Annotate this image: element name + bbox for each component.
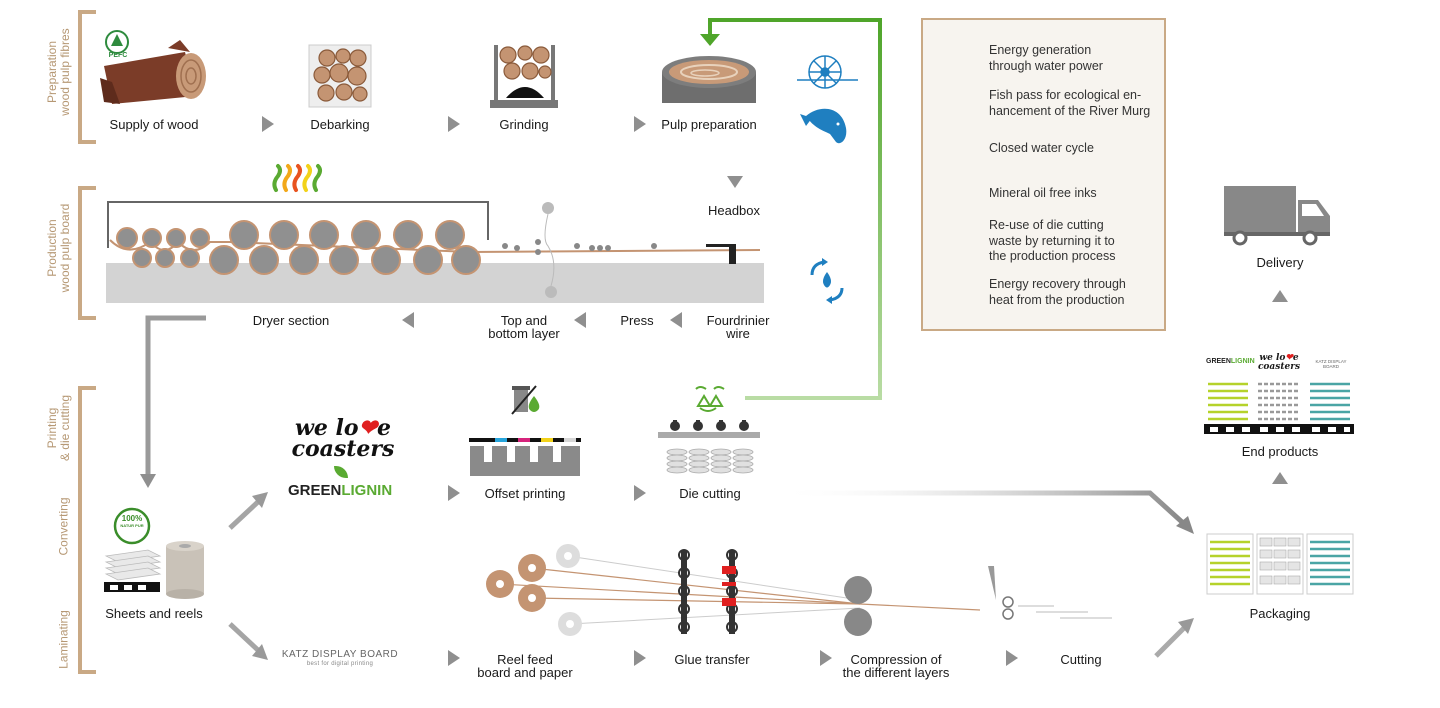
fish-icon-main <box>800 108 847 144</box>
greenlignin-leaf-icon <box>334 466 348 478</box>
label-grinding: Grinding <box>499 117 549 132</box>
side-label-converting: Converting <box>56 497 71 556</box>
pefc-logo-text: PEFC <box>108 52 128 59</box>
die-cutting-icon <box>658 386 760 474</box>
packaging-icon <box>1206 533 1354 595</box>
water-cycle-icon-main <box>810 258 844 304</box>
label-debarking: Debarking <box>310 117 370 132</box>
label-cutting: Cutting <box>1060 652 1102 667</box>
label-headbox: Headbox <box>707 203 761 218</box>
end-katz-logo: KATZ DISPLAY BOARD <box>1315 359 1347 369</box>
flow-arrows <box>140 116 1288 666</box>
oil-free-ink-icon-main <box>511 385 540 415</box>
legend-oil-free-inks: Mineral oil free inks <box>989 186 1097 200</box>
side-label-printing: Printing& die cutting <box>45 394 72 462</box>
label-pulp-preparation: Pulp preparation <box>661 117 757 132</box>
label-dryer-section: Dryer section <box>252 313 330 328</box>
label-die-cutting: Die cutting <box>679 486 741 501</box>
water-wheel-icon-main <box>797 55 858 89</box>
label-press: Press <box>620 313 654 328</box>
debarking-icon <box>308 44 372 108</box>
label-sheets-and-reels: Sheets and reels <box>105 606 203 621</box>
label-offset-printing: Offset printing <box>484 486 566 501</box>
end-products-icon <box>1204 382 1354 434</box>
laminating-line <box>486 544 1112 636</box>
natur-pur-badge: 100% NATUR PUR <box>120 514 144 528</box>
label-packaging: Packaging <box>1249 606 1311 621</box>
log-icon <box>100 40 206 104</box>
grinding-icon <box>490 45 558 108</box>
pefc-logo <box>105 30 129 54</box>
truck-icon <box>1224 186 1330 246</box>
end-welove-logo: we lo❤e coasters <box>1257 353 1301 372</box>
label-delivery: Delivery <box>1256 255 1304 270</box>
side-brackets <box>78 10 96 674</box>
we-love-coasters-logo: we lo❤e coasters <box>291 415 395 462</box>
end-greenlignin-logo: GREENLIGNIN <box>1206 358 1255 365</box>
label-end-products: End products <box>1241 444 1319 459</box>
sheets-reels-icon <box>104 507 204 599</box>
paper-machine <box>106 201 764 303</box>
label-supply-of-wood: Supply of wood <box>109 117 199 132</box>
legend-fish-pass: Fish pass for ecological en-hancement of… <box>989 88 1151 118</box>
greenlignin-logo: GREENLIGNIN <box>288 482 393 499</box>
legend-water-cycle: Closed water cycle <box>989 141 1094 155</box>
heat-recovery-icon-main <box>272 164 322 192</box>
side-label-laminating: Laminating <box>56 610 71 669</box>
pulp-vat-icon <box>662 56 756 103</box>
label-glue-transfer: Glue transfer <box>674 652 750 667</box>
offset-printing-icon <box>469 438 581 476</box>
